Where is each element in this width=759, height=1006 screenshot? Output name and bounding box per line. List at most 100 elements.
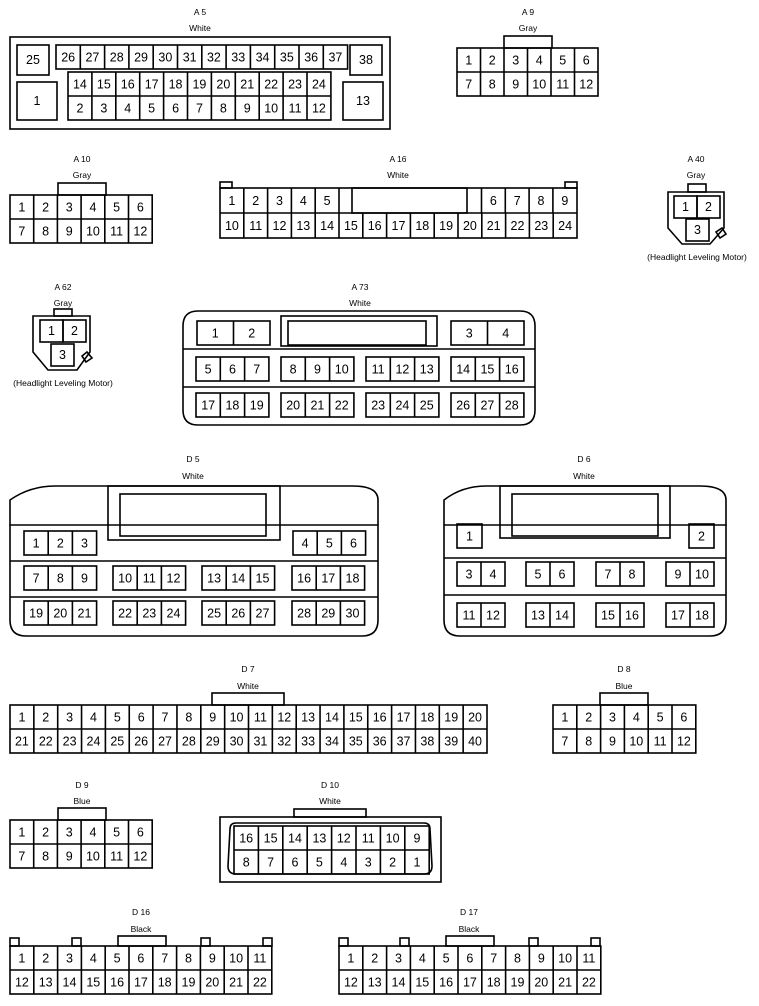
pin-number: 8 <box>514 952 521 966</box>
connector-label: D 10 <box>321 780 339 790</box>
pin-number: 15 <box>256 572 270 586</box>
latch <box>57 182 107 196</box>
pin-number: 19 <box>250 399 264 413</box>
pin-number: 7 <box>267 856 274 870</box>
pin-number: 1 <box>18 711 25 725</box>
pin-number: 5 <box>326 537 333 551</box>
pin-number: 11 <box>289 102 302 116</box>
connector-color: White <box>237 681 259 691</box>
pin-number: 21 <box>558 976 572 990</box>
pin-number: 21 <box>78 607 92 621</box>
pin-number: 6 <box>350 537 357 551</box>
clip <box>200 937 211 947</box>
latch <box>445 935 495 947</box>
pin-number: 17 <box>201 399 215 413</box>
pin-number: 38 <box>359 53 373 67</box>
clip <box>262 937 273 947</box>
pin-number: 11 <box>143 572 156 586</box>
connector-color: Black <box>131 924 153 934</box>
pin-number: 20 <box>463 219 477 233</box>
pin-group <box>112 565 187 591</box>
pin-number: 9 <box>209 711 216 725</box>
pin-group <box>688 523 715 549</box>
connector-color: White <box>349 298 371 308</box>
pin-group <box>195 392 270 418</box>
pin-number: 4 <box>89 201 96 215</box>
latch <box>599 692 649 706</box>
pin-number: 17 <box>321 572 335 586</box>
pin-number: 21 <box>229 976 243 990</box>
pin-number: 6 <box>292 856 299 870</box>
pin-group <box>456 523 483 549</box>
pin-number: 18 <box>695 609 709 623</box>
pin-number: 12 <box>486 609 500 623</box>
connector-label: A 40 <box>687 154 704 164</box>
pin-group <box>23 530 98 556</box>
pin-number: 7 <box>561 735 568 749</box>
connector-label: A 5 <box>194 7 207 17</box>
pin-number: 1 <box>48 324 55 338</box>
pin-number: 12 <box>133 225 147 239</box>
pin-number: 16 <box>368 219 382 233</box>
pin-number: 7 <box>33 572 40 586</box>
pin-number: 18 <box>415 219 429 233</box>
pin-number: 19 <box>29 607 43 621</box>
pin-number: 3 <box>66 711 73 725</box>
pin-number: 12 <box>579 78 593 92</box>
pin-number: 13 <box>368 976 382 990</box>
pin-number: 37 <box>328 51 342 65</box>
pin-number: 10 <box>695 568 709 582</box>
pin-number: 5 <box>324 194 331 208</box>
pin-number: 9 <box>81 572 88 586</box>
pin-number: 14 <box>231 572 245 586</box>
pin-number: 12 <box>167 572 181 586</box>
pin-number: 24 <box>167 607 181 621</box>
pin-number: 23 <box>288 78 302 92</box>
pin-number: 31 <box>253 735 267 749</box>
pin-number: 13 <box>39 976 53 990</box>
latch <box>117 935 167 947</box>
pin-number: 15 <box>415 976 429 990</box>
pin-number: 1 <box>228 194 235 208</box>
pin-number: 5 <box>559 54 566 68</box>
key-slot-inner <box>511 493 659 537</box>
pin-number: 27 <box>158 735 172 749</box>
pin-number: 14 <box>320 219 334 233</box>
pin-number: 4 <box>124 102 131 116</box>
tab <box>80 350 94 364</box>
key-slot <box>107 485 281 541</box>
pin-number: 18 <box>225 399 239 413</box>
pin-group <box>201 565 276 591</box>
pin-number: 17 <box>671 609 685 623</box>
connector-note: (Headlight Leveling Motor) <box>13 378 113 388</box>
pin-number: 2 <box>42 201 49 215</box>
pin-number: 4 <box>302 537 309 551</box>
pin-number: 13 <box>207 572 221 586</box>
pin-number: 24 <box>87 735 101 749</box>
connector-label: A 10 <box>73 154 90 164</box>
tab <box>714 226 728 240</box>
pin-number: 7 <box>490 952 497 966</box>
pin-number: 35 <box>280 51 294 65</box>
pin-number: 5 <box>205 363 212 377</box>
pin-number: 17 <box>397 711 411 725</box>
pin-number: 14 <box>288 832 302 846</box>
pin-number: 22 <box>264 78 278 92</box>
pin-number: 37 <box>397 735 411 749</box>
pin-number: 22 <box>39 735 53 749</box>
pin-number: 1 <box>34 94 41 108</box>
pin-number: 1 <box>414 856 421 870</box>
pin-number: 3 <box>100 102 107 116</box>
pin-number: 21 <box>487 219 501 233</box>
pin-group <box>365 356 440 382</box>
pin-number: 36 <box>304 51 318 65</box>
pin-number: 7 <box>18 225 25 239</box>
pin-number: 2 <box>489 54 496 68</box>
pin-number: 9 <box>66 850 73 864</box>
pin-number: 7 <box>196 102 203 116</box>
pin-number: 10 <box>335 363 349 377</box>
pin-number: 6 <box>137 826 144 840</box>
pin-number: 33 <box>301 735 315 749</box>
pin-number: 8 <box>42 225 49 239</box>
